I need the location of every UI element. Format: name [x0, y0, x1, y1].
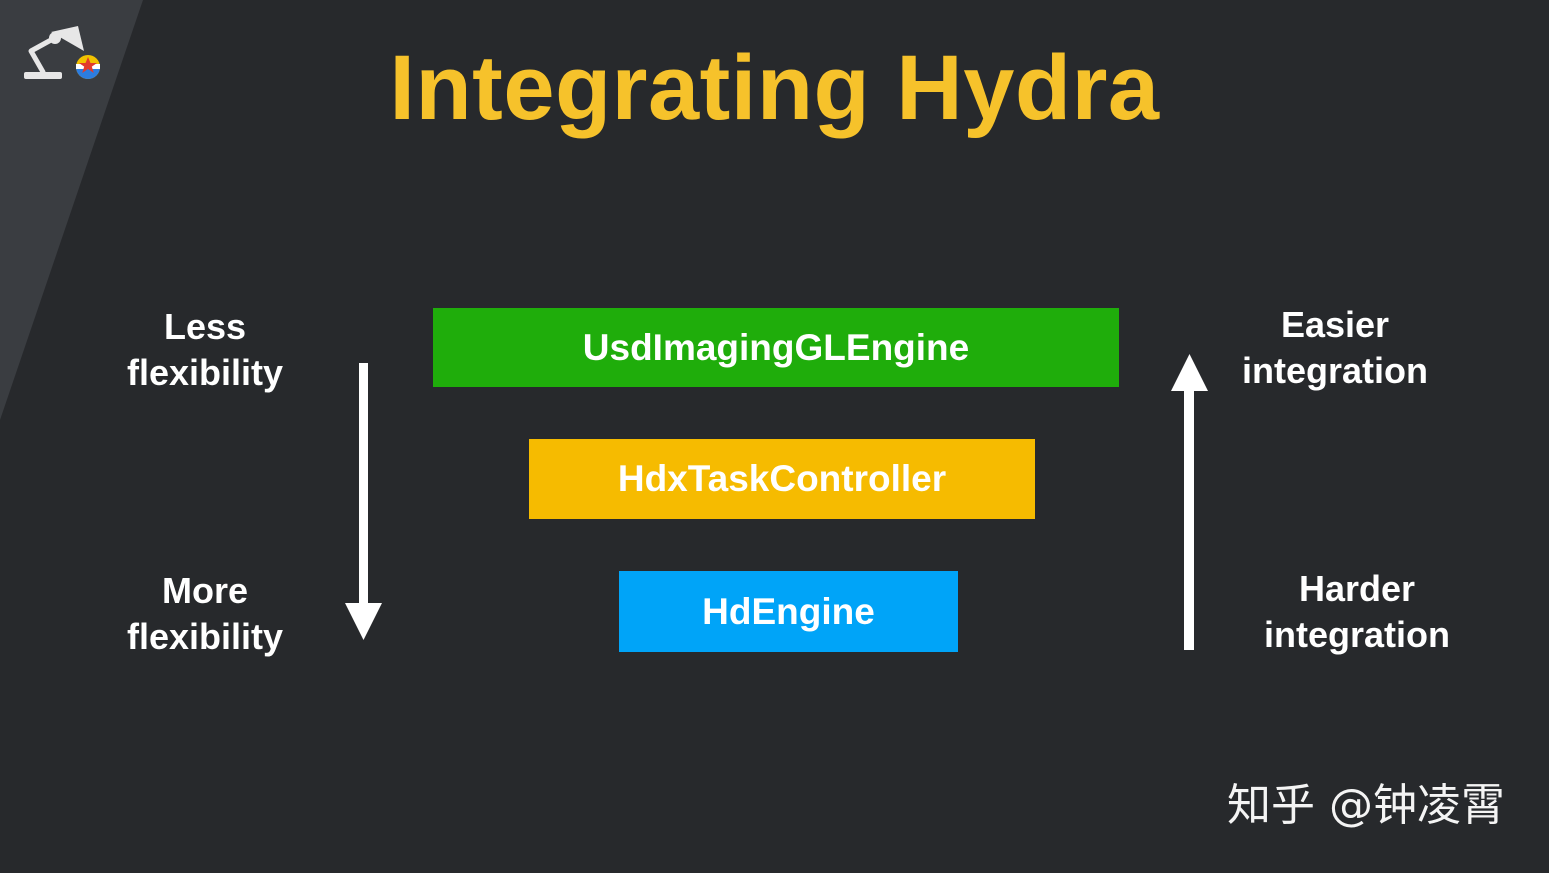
- label-less-flexibility: Less flexibility: [95, 304, 315, 396]
- label-easier-integration: Easier integration: [1215, 302, 1455, 394]
- layer-box-label: UsdImagingGLEngine: [582, 326, 970, 368]
- layer-box-hd-engine: HdEngine: [619, 571, 958, 652]
- layer-box-label: HdEngine: [702, 590, 875, 632]
- slide-title: Integrating Hydra: [389, 37, 1160, 139]
- label-harder-integration: Harder integration: [1237, 566, 1477, 658]
- label-less-flexibility-text: Less flexibility: [126, 306, 284, 393]
- layer-box-usdimaginggl-engine: UsdImagingGLEngine: [433, 308, 1119, 387]
- layer-box-hdx-task-controller: HdxTaskController: [529, 439, 1035, 519]
- label-more-flexibility: More flexibility: [95, 568, 315, 660]
- pixar-lamp-logo-icon: [24, 26, 100, 79]
- label-harder-integration-text: Harder integration: [1264, 568, 1450, 655]
- watermark-text: 知乎 @钟凌霄: [1227, 780, 1505, 831]
- layer-box-label: HdxTaskController: [617, 458, 947, 499]
- label-more-flexibility-text: More flexibility: [126, 570, 284, 657]
- label-easier-integration-text: Easier integration: [1242, 304, 1428, 391]
